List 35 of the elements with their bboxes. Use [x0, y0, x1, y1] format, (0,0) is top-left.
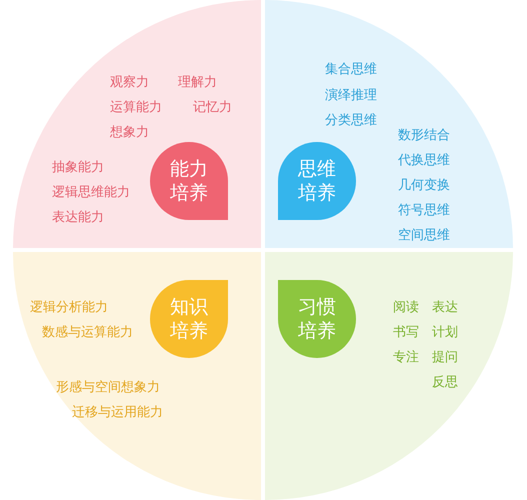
skill-text: 演绎推理: [325, 88, 377, 104]
skill-text: 集合思维: [325, 62, 377, 78]
category-title: 能力培养: [169, 157, 209, 205]
quadrant-panel: [265, 252, 513, 500]
skill-text: 观察力: [110, 75, 149, 91]
skill-text: 运算能力: [110, 100, 162, 116]
skill-text: 抽象能力: [52, 160, 104, 176]
quadrant-panel: [13, 252, 261, 500]
skill-text: 阅读: [393, 300, 419, 316]
skill-text: 提问: [432, 350, 458, 366]
skill-text: 表达: [432, 300, 458, 316]
skill-text: 想象力: [110, 125, 149, 141]
skill-text: 逻辑思维能力: [52, 185, 130, 201]
skill-text: 符号思维: [398, 203, 450, 219]
skill-text: 计划: [432, 325, 458, 341]
category-title: 习惯培养: [297, 295, 337, 343]
skill-text: 迁移与运用能力: [72, 405, 163, 421]
skill-text: 表达能力: [52, 210, 104, 226]
skill-text: 数感与运算能力: [42, 325, 133, 341]
skill-text: 记忆力: [193, 100, 232, 116]
category-title: 思维培养: [297, 157, 337, 205]
skill-text: 几何变换: [398, 178, 450, 194]
skill-text: 空间思维: [398, 228, 450, 244]
skill-text: 反思: [432, 375, 458, 391]
skill-text: 专注: [393, 350, 419, 366]
skill-text: 数形结合: [398, 128, 450, 144]
skill-text: 逻辑分析能力: [30, 300, 108, 316]
skill-text: 理解力: [178, 75, 217, 91]
quadrant-panel: [265, 0, 513, 248]
skill-text: 形感与空间想象力: [56, 380, 160, 396]
skill-text: 代换思维: [398, 153, 450, 169]
category-title: 知识培养: [169, 295, 209, 343]
quadrant-panel: [13, 0, 261, 248]
skill-text: 书写: [393, 325, 419, 341]
skill-text: 分类思维: [325, 113, 377, 129]
